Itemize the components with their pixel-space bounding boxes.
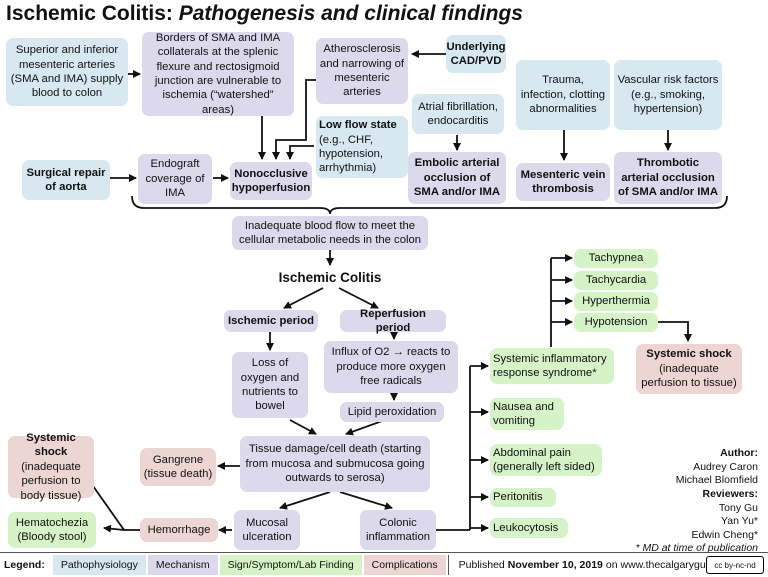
reviewer-name: Edwin Cheng* — [691, 528, 758, 541]
node-sirs: Systemic inflammatory response syndrome* — [490, 348, 614, 384]
node-hemorrhage: Hemorrhage — [140, 518, 218, 542]
node-hyperthermia: Hyperthermia — [574, 292, 658, 311]
node-inadequate-blood-flow: Inadequate blood flow to meet the cellul… — [232, 216, 428, 250]
author-name-2: Michael Blomfield — [675, 474, 758, 487]
node-ischemic-colitis: Ischemic Colitis — [278, 270, 382, 286]
credits: Author: Audrey Caron Michael Blomfield R… — [635, 447, 758, 556]
node-colonic-inflammation: Colonic inflammation — [360, 510, 436, 550]
node-tachypnea: Tachypnea — [574, 249, 658, 268]
node-underlying-cad: Underlying CAD/PVD — [446, 35, 506, 73]
reviewer-name: Yan Yu* — [721, 515, 758, 528]
low-flow-text: (e.g., CHF, hypotension, arrhythmia) — [319, 133, 384, 175]
node-peritonitis: Peritonitis — [490, 488, 556, 507]
node-trauma-infection: Trauma, infection, clotting abnormalitie… — [516, 60, 610, 130]
reviewer-name: Tony Gu — [718, 501, 758, 514]
node-gangrene: Gangrene (tissue death) — [140, 448, 216, 486]
node-lipid-peroxidation: Lipid peroxidation — [340, 402, 444, 422]
node-reperfusion-period: Reperfusion period — [340, 308, 446, 334]
node-loss-of-oxygen: Loss of oxygen and nutrients to bowel — [232, 352, 308, 418]
legend-complications: Complications — [363, 555, 446, 575]
legend-mechanism: Mechanism — [147, 555, 218, 575]
published-date: November 10, 2019 — [507, 559, 603, 571]
node-leukocytosis: Leukocytosis — [490, 518, 568, 538]
publication-info: Published November 10, 2019 on www.theca… — [447, 555, 742, 575]
author-label: Author: — [720, 447, 758, 459]
node-nonocclusive-hypoperfusion: Nonocclusive hypoperfusion — [230, 162, 312, 200]
low-flow-title: Low flow state — [319, 119, 397, 132]
node-tissue-damage: Tissue damage/cell death (starting from … — [240, 436, 430, 492]
node-hematochezia: Hematochezia (Bloody stool) — [8, 512, 96, 548]
node-influx-o2: Influx of O2 → reacts to produce more ox… — [324, 341, 458, 393]
node-surgical-repair: Surgical repair of aorta — [22, 160, 110, 200]
node-embolic-occlusion: Embolic arterial occlusion of SMA and/or… — [408, 152, 506, 204]
node-abdominal-pain: Abdominal pain (generally left sided) — [490, 444, 602, 476]
node-superior-inferior-mesenteric: Superior and inferior mesenteric arterie… — [6, 38, 128, 106]
systemic-shock-left-text: (inadequate perfusion to body tissue) — [20, 460, 82, 502]
node-systemic-shock-left: Systemic shock(inadequate perfusion to b… — [8, 432, 94, 502]
node-atrial-fibrillation: Atrial fibrillation, endocarditis — [412, 94, 504, 134]
published-prefix: Published — [458, 559, 505, 571]
node-low-flow-state: Low flow state(e.g., CHF, hypotension, a… — [316, 116, 408, 178]
node-endograft: Endograft coverage of IMA — [138, 154, 212, 204]
legend-bar: Legend: Pathophysiology Mechanism Sign/S… — [0, 552, 768, 577]
node-vascular-risk: Vascular risk factors (e.g., smoking, hy… — [614, 60, 722, 130]
reviewers-label: Reviewers: — [702, 487, 758, 500]
legend-pathophysiology: Pathophysiology — [52, 555, 146, 575]
node-watershed-borders: Borders of SMA and IMA collaterals at th… — [142, 32, 294, 116]
legend-sign-symptom: Sign/Symptom/Lab Finding — [219, 555, 362, 575]
node-atherosclerosis: Atherosclerosis and narrowing of mesente… — [316, 38, 408, 104]
md-note: * MD at time of publication — [635, 542, 758, 555]
node-mucosal-ulceration: Mucosal ulceration — [234, 510, 300, 550]
node-thrombotic-occlusion: Thrombotic arterial occlusion of SMA and… — [614, 152, 722, 204]
node-hypotension: Hypotension — [574, 313, 658, 332]
node-tachycardia: Tachycardia — [574, 271, 658, 290]
systemic-shock-left-title: Systemic shock — [26, 431, 76, 459]
node-ischemic-period: Ischemic period — [224, 310, 318, 332]
node-mesenteric-vein-thrombosis: Mesenteric vein thrombosis — [516, 163, 610, 201]
systemic-shock-right-title: Systemic shock — [646, 348, 732, 361]
node-nausea-vomiting: Nausea and vomiting — [490, 398, 564, 430]
node-systemic-shock-right: Systemic shock(inadequate perfusion to t… — [636, 344, 742, 394]
page-title: Ischemic Colitis: Pathogenesis and clini… — [6, 2, 523, 25]
creative-commons-license-icon: cc by-nc-nd — [706, 556, 764, 574]
author-name: Audrey Caron — [693, 460, 758, 473]
systemic-shock-right-text: (inadequate perfusion to tissue) — [641, 362, 737, 390]
legend-label: Legend: — [4, 559, 45, 571]
